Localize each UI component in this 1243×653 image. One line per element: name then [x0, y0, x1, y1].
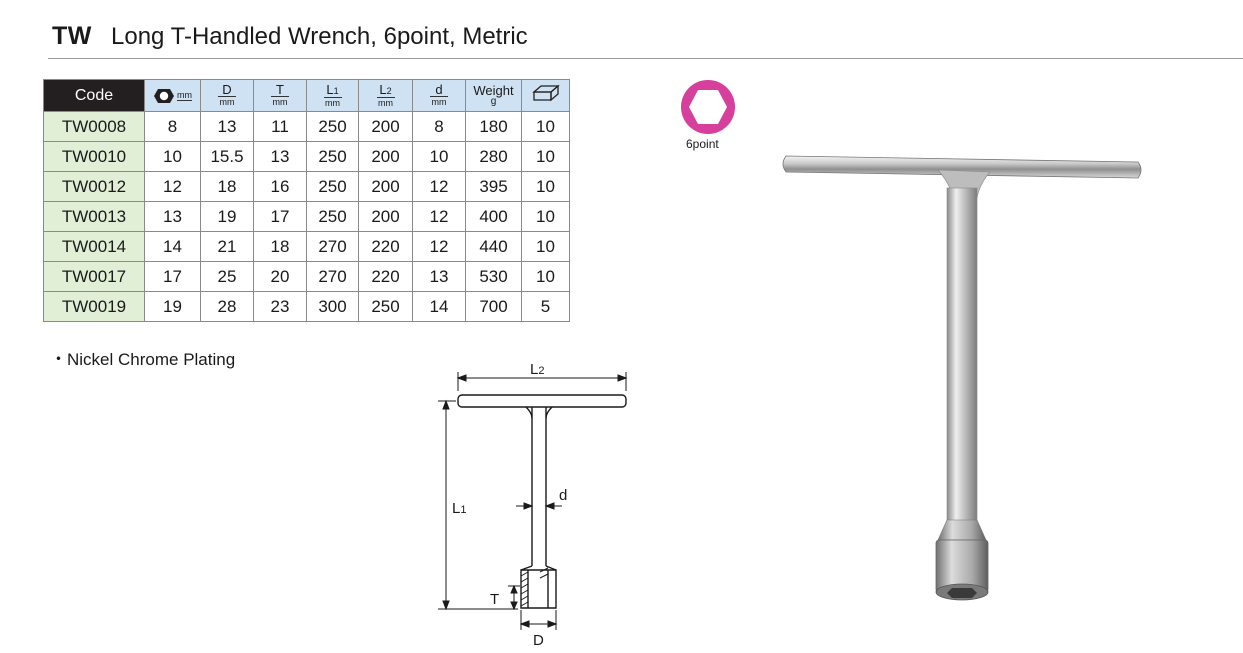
cell-weight: 395 [465, 171, 522, 202]
cell-t: 20 [253, 261, 307, 292]
cell-l2: 200 [358, 201, 413, 232]
cell-code: TW0017 [43, 261, 145, 292]
cell-d-outer: 15.5 [200, 141, 254, 172]
page-header: TW Long T-Handled Wrench, 6point, Metric [48, 18, 1243, 59]
cell-t: 16 [253, 171, 307, 202]
label-d-outer: D [533, 632, 544, 649]
cell-t: 18 [253, 231, 307, 262]
cell-l2: 250 [358, 291, 413, 322]
cell-weight: 530 [465, 261, 522, 292]
cell-weight: 440 [465, 231, 522, 262]
cell-hex-size: 10 [144, 141, 201, 172]
table-header-row: Code mm D mm T mm L1 mm [43, 79, 570, 112]
col-header-t: T mm [253, 79, 307, 112]
cell-l1: 250 [306, 171, 359, 202]
six-point-label: 6point [686, 137, 719, 151]
col-header-l1: L1 mm [306, 79, 359, 112]
dimension-diagram: L2 L1 d T D [438, 361, 628, 649]
six-point-hex-icon [681, 80, 735, 134]
spec-table: Code mm D mm T mm L1 mm [43, 79, 570, 322]
table-row: TW0012 12 18 16 250 200 12 395 10 [43, 171, 570, 202]
col-header-box-qty [521, 79, 570, 112]
hex-size-icon [154, 88, 174, 103]
col-header-weight: Weight g [465, 79, 522, 112]
cell-d-shaft: 12 [412, 201, 466, 232]
cell-hex-size: 13 [144, 201, 201, 232]
cell-hex-size: 14 [144, 231, 201, 262]
cell-l1: 300 [306, 291, 359, 322]
cell-code: TW0008 [43, 111, 145, 142]
cell-d-shaft: 8 [412, 111, 466, 142]
cell-d-shaft: 14 [412, 291, 466, 322]
wrench-photo [782, 155, 1142, 601]
cell-d-shaft: 10 [412, 141, 466, 172]
cell-l1: 250 [306, 201, 359, 232]
hex-size-unit: mm [177, 90, 192, 101]
product-series-code: TW [52, 22, 92, 50]
cell-l1: 270 [306, 231, 359, 262]
cell-hex-size: 19 [144, 291, 201, 322]
cell-box-qty: 10 [521, 111, 570, 142]
cell-code: TW0013 [43, 201, 145, 232]
label-t: T [490, 591, 499, 608]
cell-d-shaft: 12 [412, 231, 466, 262]
cell-box-qty: 10 [521, 201, 570, 232]
cell-code: TW0014 [43, 231, 145, 262]
cell-hex-size: 12 [144, 171, 201, 202]
cell-l2: 200 [358, 171, 413, 202]
cell-l2: 220 [358, 231, 413, 262]
table-row: TW0008 8 13 11 250 200 8 180 10 [43, 111, 570, 142]
table-row: TW0014 14 21 18 270 220 12 440 10 [43, 231, 570, 262]
label-l2: L2 [530, 361, 544, 378]
cell-t: 13 [253, 141, 307, 172]
cell-d-shaft: 13 [412, 261, 466, 292]
cell-d-outer: 19 [200, 201, 254, 232]
cell-l1: 270 [306, 261, 359, 292]
cell-weight: 700 [465, 291, 522, 322]
col-header-d-shaft: d mm [412, 79, 466, 112]
cell-l1: 250 [306, 141, 359, 172]
cell-l1: 250 [306, 111, 359, 142]
cell-code: TW0019 [43, 291, 145, 322]
cell-d-outer: 25 [200, 261, 254, 292]
col-header-d-outer: D mm [200, 79, 254, 112]
cell-l2: 200 [358, 111, 413, 142]
cell-hex-size: 17 [144, 261, 201, 292]
cell-l2: 200 [358, 141, 413, 172]
col-header-hex-size: mm [144, 79, 201, 112]
cell-d-shaft: 12 [412, 171, 466, 202]
cell-d-outer: 13 [200, 111, 254, 142]
label-d-shaft: d [559, 487, 567, 504]
label-l1: L1 [452, 500, 466, 517]
product-title: Long T-Handled Wrench, 6point, Metric [111, 23, 528, 50]
cell-box-qty: 5 [521, 291, 570, 322]
cell-box-qty: 10 [521, 261, 570, 292]
plating-note: ・Nickel Chrome Plating [50, 350, 236, 369]
col-header-l2: L2 mm [358, 79, 413, 112]
cell-t: 11 [253, 111, 307, 142]
cell-d-outer: 18 [200, 171, 254, 202]
cell-box-qty: 10 [521, 171, 570, 202]
cell-d-outer: 28 [200, 291, 254, 322]
table-row: TW0017 17 25 20 270 220 13 530 10 [43, 261, 570, 292]
cell-t: 17 [253, 201, 307, 232]
table-row: TW0013 13 19 17 250 200 12 400 10 [43, 201, 570, 232]
cell-box-qty: 10 [521, 231, 570, 262]
cell-code: TW0010 [43, 141, 145, 172]
cell-code: TW0012 [43, 171, 145, 202]
cell-box-qty: 10 [521, 141, 570, 172]
cell-weight: 400 [465, 201, 522, 232]
cell-l2: 220 [358, 261, 413, 292]
cell-d-outer: 21 [200, 231, 254, 262]
box-icon [531, 84, 560, 102]
cell-weight: 180 [465, 111, 522, 142]
cell-hex-size: 8 [144, 111, 201, 142]
cell-t: 23 [253, 291, 307, 322]
cell-weight: 280 [465, 141, 522, 172]
col-header-code: Code [43, 79, 145, 112]
table-row: TW0019 19 28 23 300 250 14 700 5 [43, 291, 570, 322]
table-row: TW0010 10 15.5 13 250 200 10 280 10 [43, 141, 570, 172]
